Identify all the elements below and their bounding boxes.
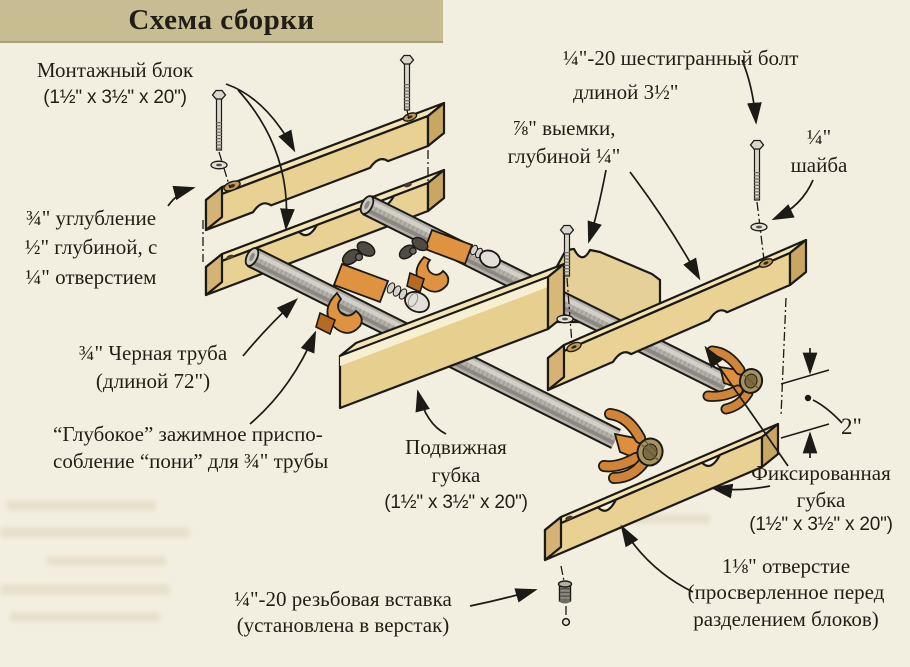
bleedthrough-text	[6, 500, 156, 511]
label-fixed-jaw: Фиксированная губка (1½" x 3½" x 20")	[749, 461, 893, 536]
hex-bolt	[559, 224, 575, 277]
label-mounting-block: Монтажный блок (1½" x 3½" x 20")	[36, 58, 194, 108]
dimension-2in	[780, 348, 843, 458]
bolt-hole	[565, 515, 573, 521]
threaded-insert	[557, 580, 573, 604]
hex-bolt	[211, 89, 227, 151]
label-recess: ¾" углубление ½" глубиной, с ¼" отверсти…	[24, 206, 158, 289]
wing-handle	[356, 241, 376, 257]
washer	[556, 314, 574, 324]
bleedthrough-text	[10, 612, 160, 622]
label-threaded-insert: ¼"-20 резьбовая вставка (установлена в в…	[234, 587, 452, 638]
bleedthrough-text	[630, 514, 710, 524]
label-dimension-2in: 2"	[841, 414, 862, 439]
mounting-block-top	[204, 101, 446, 232]
crank-handle-front	[598, 408, 664, 484]
label-washer: ¼" шайба	[790, 125, 848, 177]
label-pipe: ¾" Черная труба (длиной 72")	[78, 341, 228, 394]
pony-clamp-front	[315, 241, 430, 336]
counterbore-hole	[566, 258, 774, 353]
label-movable-jaw: Подвижная губка (1½" x 3½" x 20")	[384, 435, 528, 513]
label-pony-clamp: “Глубокое” зажимное приспо- собление “по…	[53, 422, 329, 474]
alignment-lines	[202, 109, 787, 616]
hex-bolt	[749, 139, 765, 201]
title-banner: Схема сборки	[0, 0, 443, 43]
bleedthrough-text	[46, 556, 166, 566]
wing-handle	[411, 236, 429, 252]
leader-arrows	[167, 59, 814, 607]
page-title: Схема сборки	[128, 4, 315, 36]
label-notches: ⅞" выемки, глубиной ¼"	[507, 116, 621, 168]
bolt-hole	[226, 254, 234, 260]
label-hole: 1⅛" отверстие (просверленное перед разде…	[687, 554, 885, 631]
bench-hole	[561, 617, 571, 627]
fixed-jaw-top	[546, 238, 808, 392]
label-hex-bolt: ¼"-20 шестигранный болт длиной 3½"	[563, 46, 799, 104]
bleedthrough-text	[0, 527, 190, 538]
pony-clamp-rear	[398, 228, 501, 294]
movable-jaw	[338, 262, 566, 410]
bolt-hole	[404, 182, 412, 188]
fixed-jaw-bottom	[543, 422, 780, 562]
clamp-knob	[479, 249, 501, 269]
hex-bolt	[399, 54, 415, 111]
bleedthrough-text	[0, 584, 170, 595]
washer	[750, 222, 768, 232]
washer	[210, 160, 228, 170]
